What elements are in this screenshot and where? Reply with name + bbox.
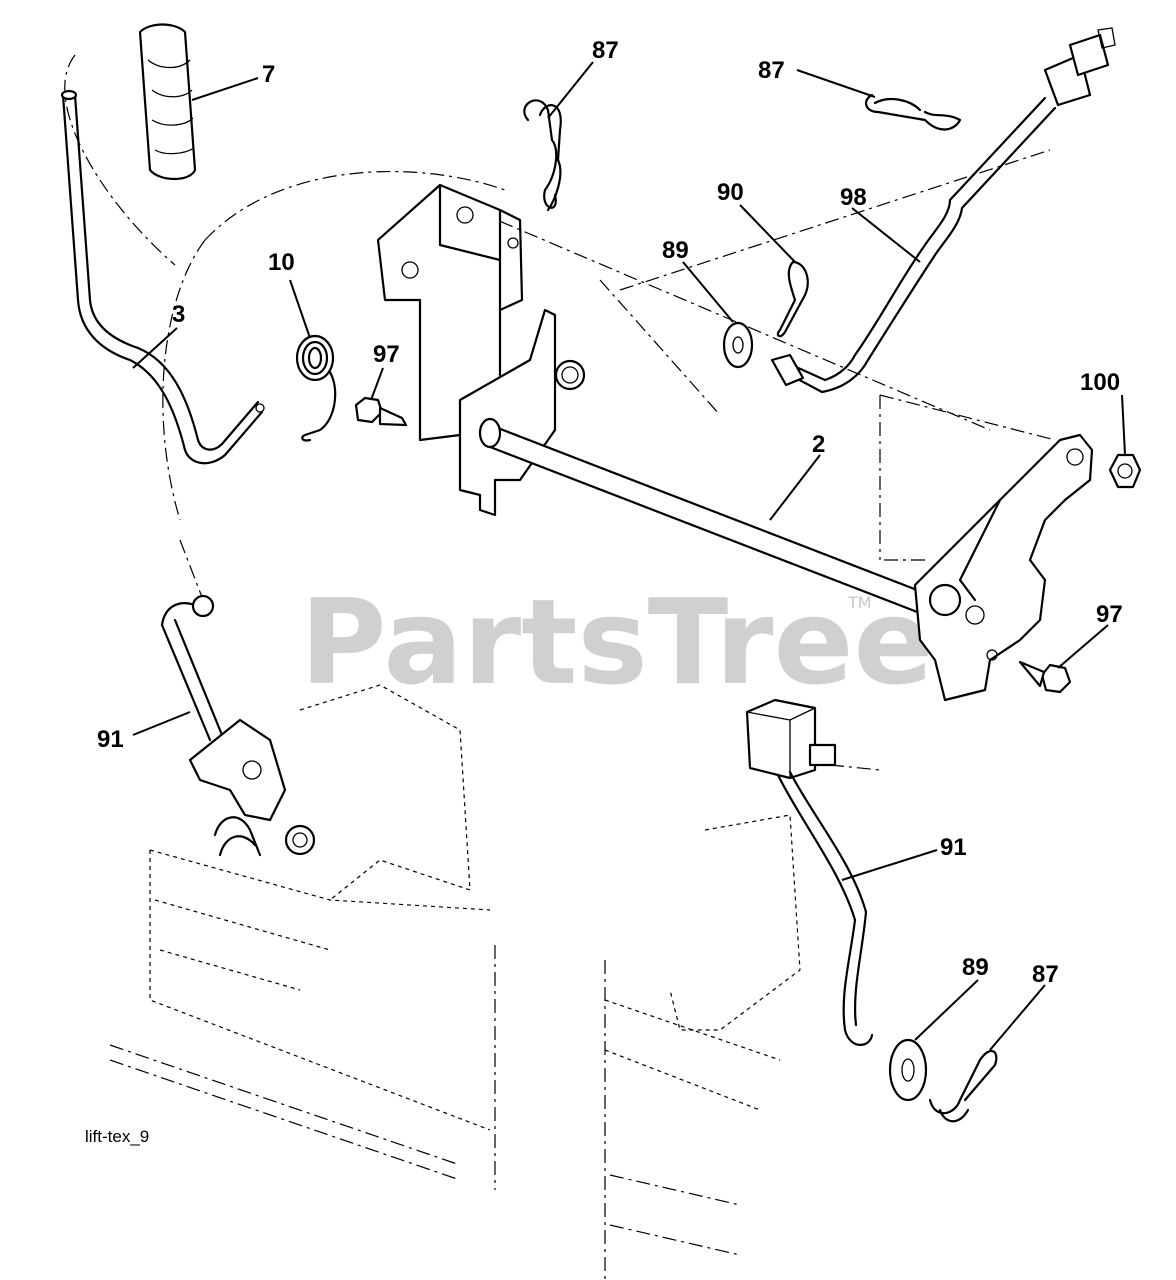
callout-100: 100 — [1080, 369, 1120, 396]
part-90-clip — [776, 260, 809, 338]
callout-98: 98 — [840, 184, 867, 211]
part-97-bolt-upper — [354, 396, 408, 427]
leader-lines — [132, 61, 1126, 1051]
part-91-link-left — [160, 594, 316, 857]
watermark-text: PartsTree — [300, 573, 934, 711]
part-98-adjust-rod — [770, 27, 1116, 394]
part-87-clip-lower — [928, 1049, 998, 1123]
callout-3: 3 — [172, 301, 185, 328]
callout-10: 10 — [268, 249, 295, 276]
callout-labels: 7 87 87 90 98 89 10 3 97 100 2 97 91 91 … — [97, 37, 1123, 988]
part-87-clip-top — [523, 99, 562, 212]
part-91-link-right — [745, 698, 874, 1046]
watermark-trademark: TM — [847, 593, 872, 612]
callout-91-left: 91 — [97, 726, 124, 753]
callout-97-upper: 97 — [373, 341, 400, 368]
callout-89-lower: 89 — [962, 954, 989, 981]
part-100-nut — [1108, 453, 1142, 489]
part-89-washer-upper — [722, 321, 754, 369]
background-outlines — [109, 149, 1056, 1280]
callout-89-upper: 89 — [662, 237, 689, 264]
callout-87-upper-right: 87 — [758, 57, 785, 84]
callout-87-lower: 87 — [1032, 961, 1059, 988]
diagram-reference-label: lift-tex_9 — [85, 1127, 149, 1146]
part-3-lift-lever — [60, 89, 265, 465]
part-7-handle-grip — [64, 23, 197, 266]
callout-91-right: 91 — [940, 834, 967, 861]
part-87-clip-upper-right — [864, 93, 962, 131]
callout-97-right: 97 — [1096, 601, 1123, 628]
lift-arm-right — [913, 433, 1094, 702]
callout-87-top: 87 — [592, 37, 619, 64]
part-89-washer-lower — [888, 1038, 928, 1102]
callout-90: 90 — [717, 179, 744, 206]
callout-7: 7 — [262, 61, 275, 88]
callout-2: 2 — [812, 431, 825, 458]
part-10-spring — [295, 334, 337, 442]
part-97-bolt-right — [1018, 660, 1072, 694]
